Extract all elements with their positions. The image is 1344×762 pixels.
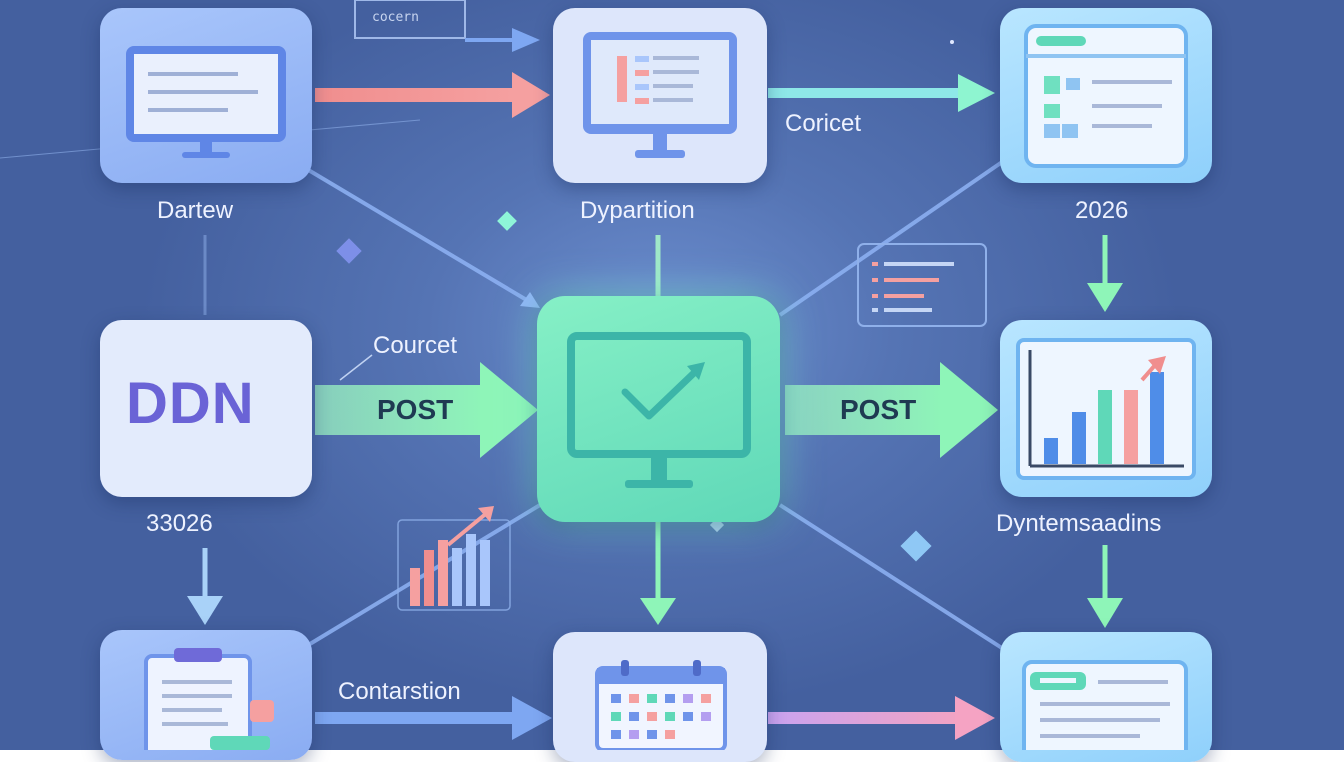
monitor-icon xyxy=(583,32,737,158)
node-top-center-label: Dypartition xyxy=(580,197,695,224)
node-center[interactable] xyxy=(537,296,780,522)
node-mid-left[interactable]: DDN xyxy=(100,320,312,497)
post-arrow-left-head xyxy=(480,362,538,458)
dot-decoration xyxy=(950,40,954,44)
link-center-bottomright xyxy=(778,503,1007,652)
diamond-decoration xyxy=(336,238,362,264)
edge-label-contarstion: Contarstion xyxy=(338,678,461,705)
node-bottom-right[interactable] xyxy=(1000,632,1212,762)
node-top-right[interactable] xyxy=(1000,8,1212,183)
diamond-decoration xyxy=(900,530,932,562)
post-arrow-left-body xyxy=(315,385,485,435)
floating-chart-panel xyxy=(397,519,511,611)
clipboard-icon xyxy=(144,648,274,758)
bar-chart-icon xyxy=(1016,338,1196,480)
node-top-left[interactable] xyxy=(100,8,312,183)
node-top-right-label: 2026 xyxy=(1075,197,1129,224)
arrowhead xyxy=(1087,283,1123,312)
node-bottom-center[interactable] xyxy=(553,632,767,762)
floating-list-panel xyxy=(857,243,987,327)
arrowhead xyxy=(512,696,552,740)
arrowhead xyxy=(187,596,223,625)
arrowhead xyxy=(520,292,540,308)
link-topleft-center xyxy=(298,163,537,307)
link-bottomleft-bottomcenter xyxy=(315,712,515,724)
link-topleft-topcenter xyxy=(315,88,515,102)
calendar-icon xyxy=(595,660,727,752)
arrowhead xyxy=(955,696,995,740)
faint-line xyxy=(339,354,373,381)
ddn-logo: DDN xyxy=(126,371,255,436)
arrowhead xyxy=(640,598,676,625)
link-bottomcenter-bottomright xyxy=(768,712,958,724)
arrowhead xyxy=(512,28,540,52)
document-window-icon xyxy=(1024,24,1188,168)
node-mid-right[interactable] xyxy=(1000,320,1212,497)
node-mid-left-number: 33026 xyxy=(146,510,213,537)
tag-box xyxy=(354,0,466,39)
edge-label-coricet: Coricet xyxy=(785,110,862,137)
link-center-topright xyxy=(778,158,1007,317)
node-top-center[interactable] xyxy=(553,8,767,183)
top-tag-label: cocern xyxy=(372,10,419,25)
monitor-icon xyxy=(126,46,286,158)
arrowhead xyxy=(958,74,995,112)
edge-label-courcet: Courcet xyxy=(373,332,458,359)
post-label-left: POST xyxy=(377,394,454,425)
link-topcenter-topright xyxy=(768,88,960,98)
diamond-decoration xyxy=(497,211,517,231)
post-arrow-right-head xyxy=(940,362,998,458)
monitor-check-icon xyxy=(567,332,751,488)
arrowhead xyxy=(512,72,550,118)
node-bottom-left[interactable] xyxy=(100,630,312,760)
post-arrow-right-body xyxy=(785,385,945,435)
node-mid-right-label: Dyntemsaadins xyxy=(996,510,1162,537)
document-window-icon xyxy=(1022,660,1188,760)
node-top-left-label: Dartew xyxy=(157,197,234,224)
arrowhead xyxy=(1087,598,1123,628)
post-label-right: POST xyxy=(840,394,917,425)
